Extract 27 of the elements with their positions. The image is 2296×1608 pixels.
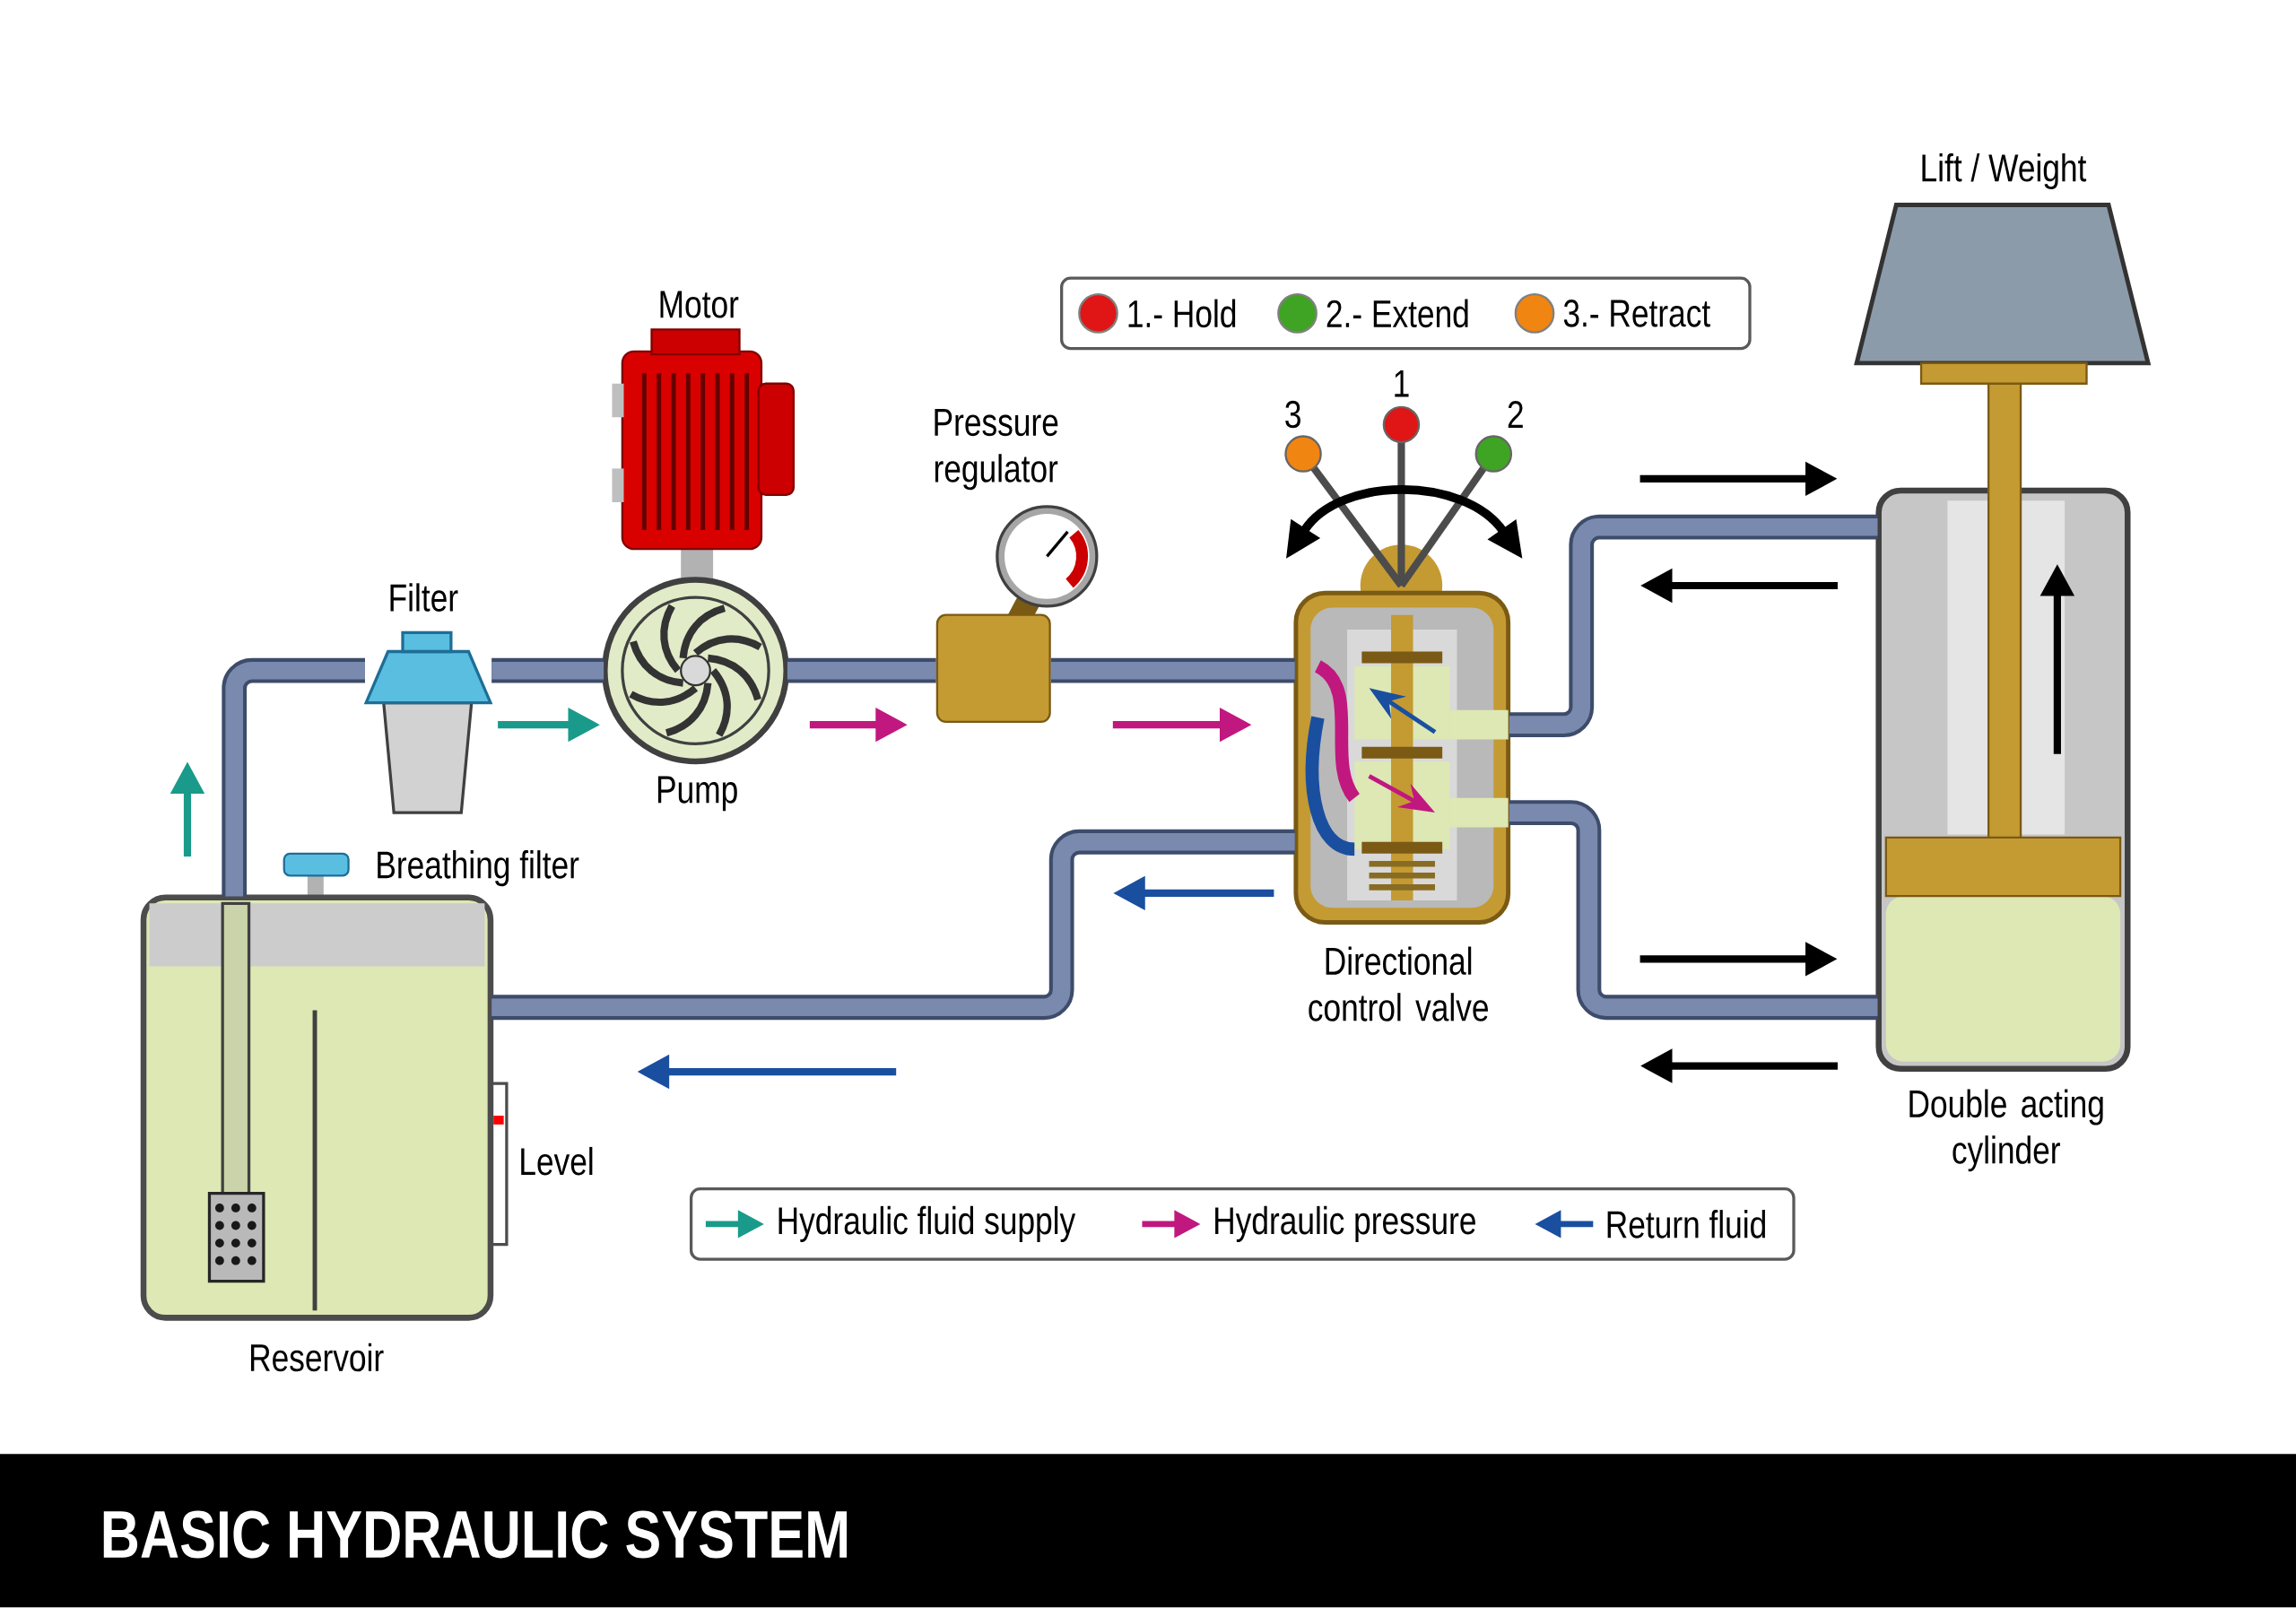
lever-number: 1 — [1395, 370, 1409, 397]
part-label: Reservoir — [251, 1343, 384, 1372]
pipe — [1050, 658, 1295, 683]
pipe — [1509, 800, 1878, 1021]
part-label: Pump — [657, 776, 737, 812]
part-label: Breathing filter — [378, 850, 579, 887]
part-label: Double acting cylinder — [1909, 1089, 2103, 1172]
pipe — [491, 658, 604, 683]
lever-number: 2 — [1508, 401, 1523, 429]
title-bar: BASIC HYDRAULIC SYSTEM — [0, 1454, 2296, 1608]
legend-text: Return fluid — [1607, 1210, 1765, 1239]
part-label: Filter — [390, 583, 458, 613]
pipe — [491, 830, 1295, 1021]
legend-text: 3.- Retract — [1563, 300, 1710, 327]
lever-number: 3 — [1285, 400, 1300, 429]
legend-text: Hydraulic pressure — [1215, 1206, 1475, 1243]
part-label: Lift / Weight — [1922, 153, 2087, 190]
part-label: Motor — [660, 291, 739, 318]
pipe — [222, 658, 365, 897]
legend-text: 1.- Hold — [1128, 299, 1236, 328]
pipe — [1509, 515, 1878, 738]
part-label: Level — [521, 1147, 593, 1176]
part-label: Pressure regulator — [935, 409, 1058, 491]
legend-text: 2.- Extend — [1326, 299, 1468, 328]
legend-text: Hydraulic fluid supply — [778, 1206, 1076, 1243]
part-label: Directional control valve — [1309, 946, 1488, 1021]
pipe — [787, 658, 936, 683]
